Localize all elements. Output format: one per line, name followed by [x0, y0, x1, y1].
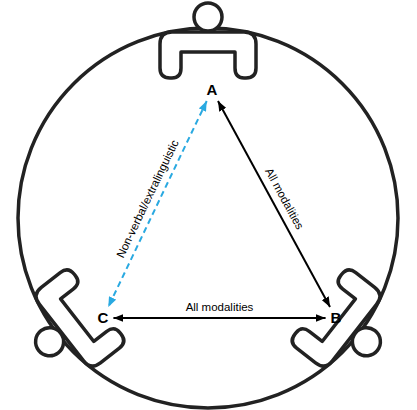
seat-letter: C — [98, 310, 109, 327]
connector-arrow — [113, 317, 325, 319]
person-figure — [160, 3, 256, 78]
edge-label: All modalities — [184, 301, 256, 314]
connector-arrow — [108, 101, 206, 307]
person-letter: A — [204, 81, 221, 100]
person-letter: B — [328, 309, 345, 328]
person-figure — [9, 266, 127, 388]
connector-layer — [108, 101, 330, 318]
connector-arrow — [218, 101, 330, 307]
person-letter: C — [95, 309, 112, 328]
person-figure — [289, 266, 407, 388]
seat-letter: A — [207, 82, 218, 99]
seat-letter: B — [331, 310, 342, 327]
